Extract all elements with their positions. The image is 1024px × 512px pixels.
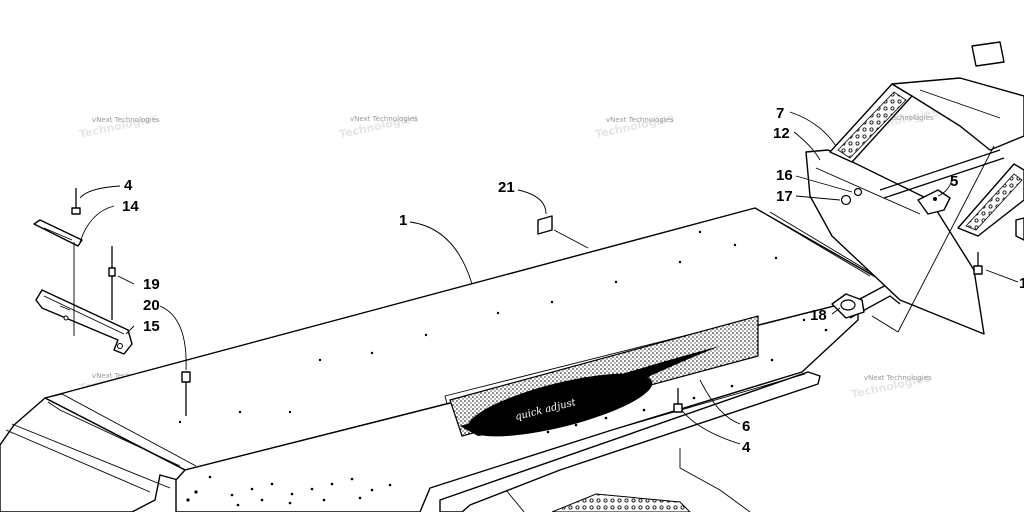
square-21 — [537, 215, 553, 235]
callout-20: 20 — [143, 297, 160, 314]
washer-16 — [853, 187, 863, 197]
side-plate-12 — [805, 149, 985, 335]
svg-text:vNext Technologies: vNext Technologies — [864, 374, 932, 382]
callout-1: 1 — [399, 212, 407, 229]
rivet-holes — [178, 230, 828, 507]
callout-16: 16 — [776, 167, 793, 184]
quick-adjust-decal: quick adjust — [449, 315, 759, 437]
strap-14 — [33, 219, 83, 247]
callout-labels: 1 21 4 14 19 20 15 6 4 7 12 16 17 5 18 1 — [122, 105, 1024, 456]
svg-text:vNext Technologies: vNext Technologies — [606, 116, 674, 124]
callout-21: 21 — [498, 179, 515, 196]
leader-lines — [79, 111, 1019, 445]
callout-4-bottom: 4 — [742, 439, 751, 456]
svg-text:vNext Technologies: vNext Technologies — [866, 114, 934, 122]
clip-5 — [917, 189, 951, 215]
watermark: Technologies vNext Technologies — [338, 111, 420, 140]
running-board — [439, 371, 821, 512]
callout-5: 5 — [950, 173, 958, 190]
callout-19: 19 — [143, 276, 160, 293]
lower-frame — [505, 448, 751, 512]
svg-text:vNext Technologies: vNext Technologies — [350, 115, 418, 123]
callout-1-right: 1 — [1019, 275, 1024, 292]
callout-15: 15 — [143, 318, 160, 335]
watermark: Technologies vNext Technologies — [594, 111, 676, 140]
nut-17 — [840, 194, 852, 206]
watermark: Technologies vNext Technologies — [850, 371, 932, 400]
callout-6: 6 — [742, 418, 750, 435]
callout-17: 17 — [776, 188, 793, 205]
callout-14: 14 — [122, 198, 139, 215]
callout-12: 12 — [773, 125, 790, 142]
callout-4-left: 4 — [124, 177, 133, 194]
watermark: Technologies vNext Technologies — [78, 111, 160, 140]
callout-18: 18 — [810, 307, 827, 324]
top-rail — [891, 77, 1024, 151]
brackets-left — [33, 188, 553, 416]
tunnel-assembly — [0, 207, 901, 512]
rear-bumper-assembly — [805, 41, 1024, 335]
callout-7: 7 — [776, 105, 784, 122]
svg-text:vNext Technologies: vNext Technologies — [92, 116, 160, 124]
